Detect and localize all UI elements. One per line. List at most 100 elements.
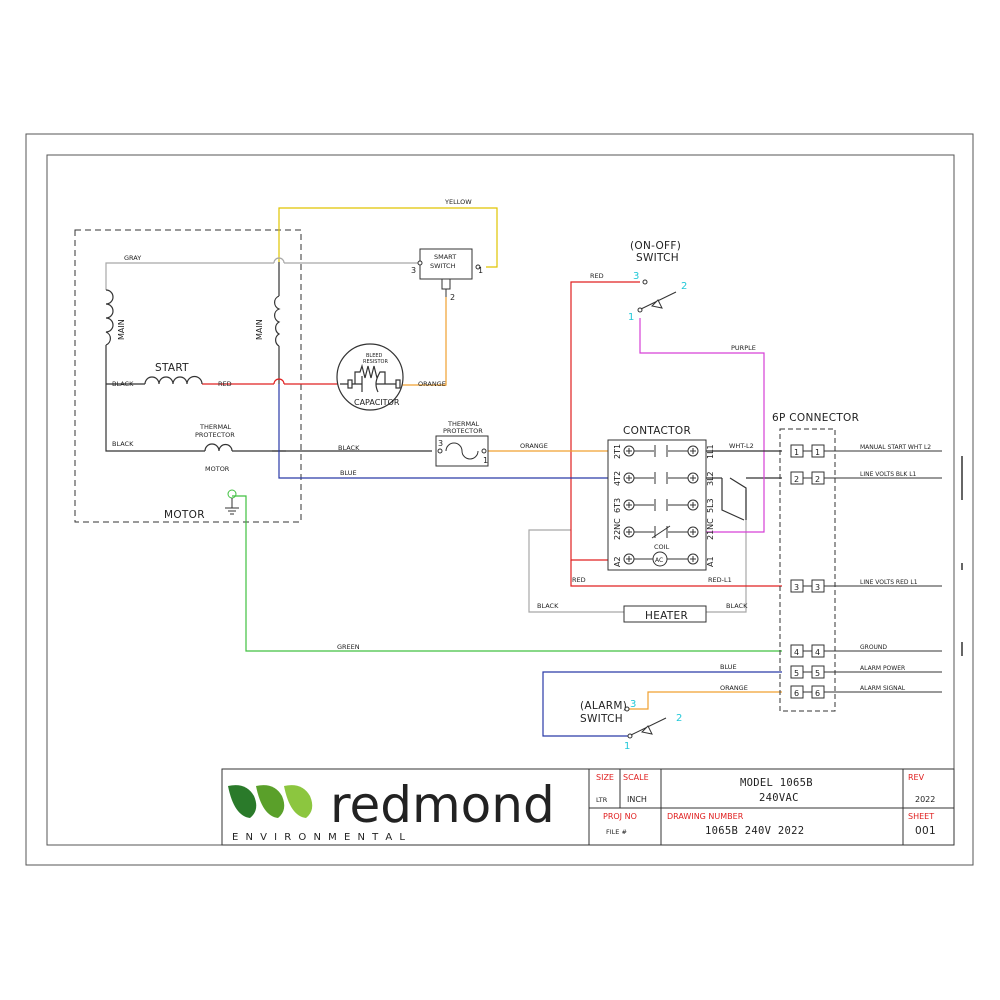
- onoff-switch-icon: [637, 279, 677, 313]
- terminal-screw-icon: [623, 499, 635, 511]
- connector-row-label: GROUND: [860, 644, 887, 651]
- tp-box-symbol: [437, 442, 487, 460]
- terminal-screw-icon: [623, 472, 635, 484]
- blue-wires: [278, 384, 782, 737]
- contactor-pin-right: 21NC: [706, 518, 715, 540]
- alarm-switch-icon: [624, 706, 667, 739]
- main-coil-left: [105, 289, 114, 346]
- onoff-label-2: SWITCH: [636, 252, 679, 264]
- redmond-logo: [228, 785, 313, 818]
- contactor-pin-left: 4T2: [613, 471, 622, 486]
- black-tp-label: BLACK: [112, 440, 134, 448]
- alarm-pin-1: 1: [624, 741, 630, 752]
- connector-box: [779, 428, 836, 712]
- drawing-number-value: 1065B 240V 2022: [705, 825, 804, 837]
- blue-main-label: BLUE: [340, 469, 357, 477]
- scale-value: INCH: [627, 795, 647, 804]
- connector-pin-number: 3: [794, 583, 799, 592]
- contactor-pin-right: 1L1: [706, 444, 715, 459]
- orange-cap-label: ORANGE: [418, 380, 446, 388]
- red-wires: [202, 281, 782, 587]
- drawing-number-label: DRAWING NUMBER: [667, 812, 744, 821]
- connector-row-label: MANUAL START WHT L2: [860, 444, 931, 451]
- main-coil-right: [274, 295, 281, 347]
- coil-icon: [652, 551, 668, 567]
- coil-label: COIL: [654, 543, 670, 551]
- file-label: FILE #: [606, 828, 627, 836]
- proj-no-label: PROJ NO: [603, 812, 637, 821]
- terminal-screw-icon: [687, 553, 699, 565]
- alarm-label-1: (ALARM): [580, 700, 627, 712]
- connector-pin-number: 6: [815, 689, 820, 698]
- motor-thermal-protector: [204, 443, 233, 452]
- smart-switch-label-2: SWITCH: [430, 262, 456, 270]
- onoff-label-1: (ON-OFF): [630, 240, 681, 252]
- terminal-screw-icon: [687, 526, 699, 538]
- gray-wire: [105, 257, 747, 613]
- yellow-wire-label: YELLOW: [444, 198, 472, 206]
- capacitor-icon: [336, 343, 404, 411]
- connector-pin-number: 6: [794, 689, 799, 698]
- connector-pin-number: 2: [794, 475, 799, 484]
- orange-alarm-label: ORANGE: [720, 684, 748, 692]
- smart-pin-2: 2: [450, 293, 455, 302]
- tp-box-label-1: THERMAL: [447, 420, 480, 428]
- heater-box: [623, 605, 707, 623]
- purple-wire-label: PURPLE: [731, 344, 756, 352]
- size-label: SIZE: [596, 773, 614, 782]
- smart-pin-1: 1: [478, 266, 483, 275]
- scale-label: SCALE: [623, 773, 649, 782]
- connector-pin-number: 3: [815, 583, 820, 592]
- voltage-title: 240VAC: [759, 792, 799, 804]
- red-start-label: RED: [218, 380, 232, 388]
- outer-border: [25, 133, 974, 866]
- connector-pin-number: 4: [815, 648, 820, 657]
- connector-row-label: ALARM SIGNAL: [860, 685, 906, 692]
- contactor-pin-left: 22NC: [613, 518, 622, 540]
- red-l1-left-label: RED: [572, 576, 586, 584]
- motor-tp-label-2: PROTECTOR: [195, 431, 235, 439]
- black-start-label: BLACK: [112, 380, 134, 388]
- connector-row: 6 6 ALARM SIGNAL: [790, 685, 942, 699]
- onoff-pin-3: 3: [633, 271, 639, 282]
- contactor-label: CONTACTOR: [623, 425, 691, 437]
- heater-label: HEATER: [645, 610, 688, 622]
- orange-wires: [400, 297, 782, 710]
- terminal-screw-icon: [623, 526, 635, 538]
- tp-pin-3: 3: [438, 439, 443, 448]
- model-title: MODEL 1065B: [740, 777, 813, 789]
- connector-row: 4 4 GROUND: [790, 644, 942, 658]
- alarm-pin-2: 2: [676, 713, 682, 724]
- black-wires: [105, 262, 782, 521]
- motor-box: [74, 229, 302, 523]
- connector-pin-number: 4: [794, 648, 799, 657]
- inner-border: [46, 154, 955, 846]
- motor-tp-motor-label: MOTOR: [205, 465, 230, 473]
- bleed-label-1: BLEED: [366, 353, 383, 359]
- connector-row-label: LINE VOLTS RED L1: [860, 579, 918, 586]
- connector-pin-number: 5: [794, 669, 799, 678]
- size-value: LTR: [596, 796, 608, 804]
- heater-black-right-label: BLACK: [726, 602, 748, 610]
- contactor-pin-left: 2T1: [613, 444, 622, 459]
- onoff-pin-1: 1: [628, 312, 634, 323]
- ground-icon: [225, 489, 239, 515]
- tp-box-label-2: PROTECTOR: [443, 427, 483, 435]
- connector-pin-number: 1: [815, 448, 820, 457]
- connector-pin-number: 2: [815, 475, 820, 484]
- wht-l2-label: WHT-L2: [729, 442, 754, 450]
- onoff-pin-2: 2: [681, 281, 687, 292]
- blue-alarm-label: BLUE: [720, 663, 737, 671]
- connector-pin-number: 5: [815, 669, 820, 678]
- green-wire: [232, 495, 782, 652]
- terminal-screw-icon: [687, 472, 699, 484]
- smart-switch-label-1: SMART: [434, 253, 456, 261]
- smart-switch-terminals: [417, 260, 481, 297]
- contactor-pin-right: 3L2: [706, 471, 715, 486]
- brand-name: redmond: [330, 776, 555, 834]
